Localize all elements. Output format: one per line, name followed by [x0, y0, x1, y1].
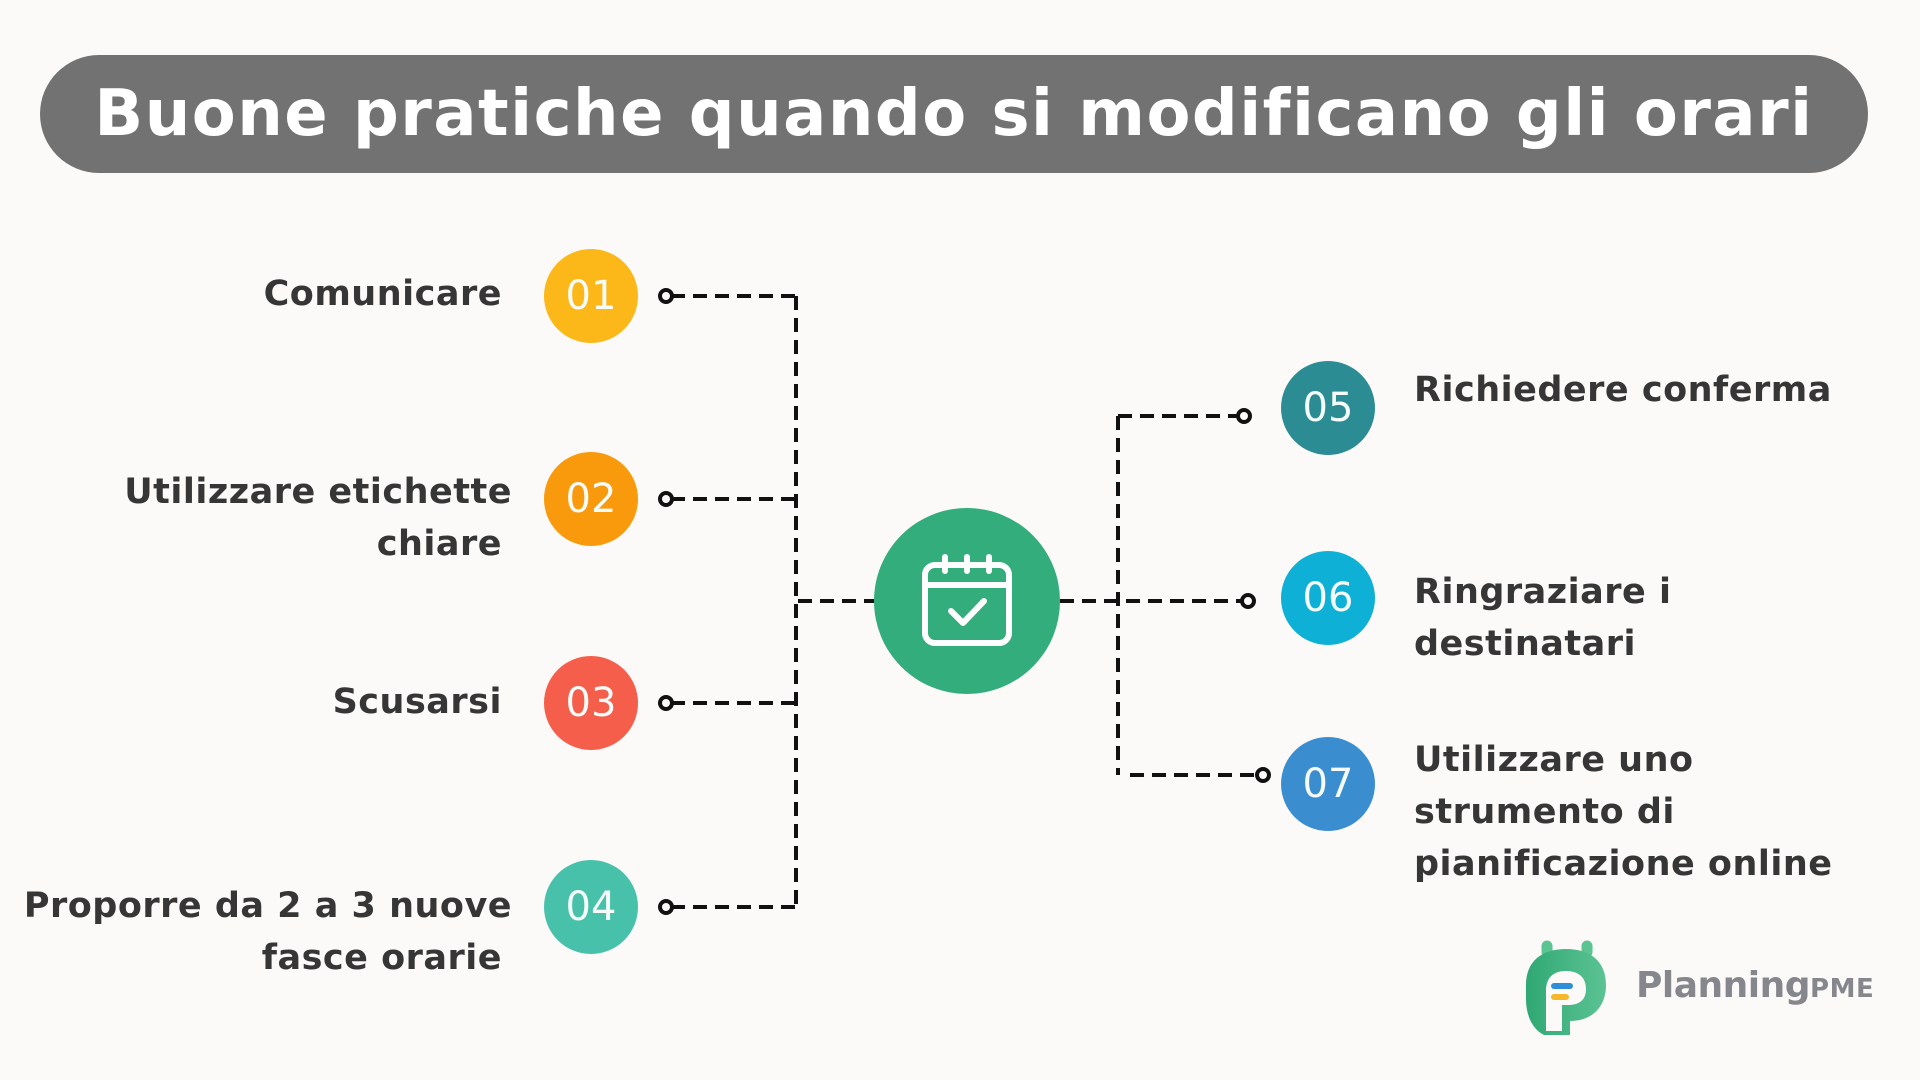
connector-dot-01 [658, 288, 674, 304]
step-badge-01: 01 [544, 249, 638, 343]
step-badge-02: 02 [544, 452, 638, 546]
planningpme-logo-icon [1526, 937, 1606, 1035]
calendar-check-icon [922, 554, 1012, 646]
step-label-06: Ringraziare i destinatari [1414, 572, 1672, 664]
logo-wordmark: PlanningPME [1636, 964, 1875, 1006]
step-badge-05: 05 [1281, 361, 1375, 455]
connector-dot-07 [1255, 767, 1271, 783]
step-label-07: Utilizzare uno strumento di pianificazio… [1414, 740, 1833, 884]
step-badge-04: 04 [544, 860, 638, 954]
connector-dot-04 [658, 899, 674, 915]
step-label-01: Comunicare [263, 274, 502, 314]
title-banner: Buone pratiche quando si modificano gli … [40, 55, 1868, 173]
center-hub [874, 508, 1060, 694]
page-title: Buone pratiche quando si modificano gli … [94, 77, 1814, 151]
step-label-03: Scusarsi [332, 682, 502, 722]
step-badge-06: 06 [1281, 551, 1375, 645]
connector-dot-02 [658, 491, 674, 507]
step-label-04: Proporre da 2 a 3 nuove fasce orarie [23, 886, 512, 978]
planningpme-logo: PlanningPME [1518, 935, 1874, 1035]
step-badge-07: 07 [1281, 737, 1375, 831]
step-badge-03: 03 [544, 656, 638, 750]
connector-dot-03 [658, 695, 674, 711]
step-label-05: Richiedere conferma [1414, 370, 1832, 410]
step-label-02: Utilizzare etichette chiare [124, 472, 512, 564]
connector-dot-06 [1240, 593, 1256, 609]
connector-dot-05 [1236, 408, 1252, 424]
